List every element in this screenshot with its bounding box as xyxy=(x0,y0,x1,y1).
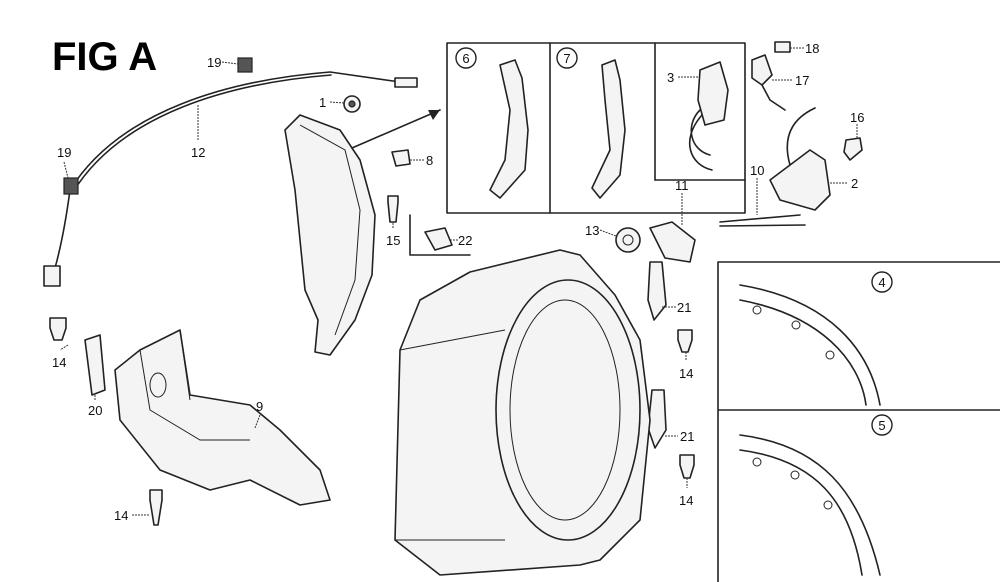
part-15-screw xyxy=(387,195,399,223)
part-21-clip xyxy=(647,261,667,321)
callout-19: 19 xyxy=(207,55,221,70)
part-6-bracket xyxy=(489,59,529,199)
part-18-screw xyxy=(774,41,791,53)
callout-13: 13 xyxy=(585,223,599,238)
callout-11: 11 xyxy=(675,178,689,193)
callout-3: 3 xyxy=(667,70,674,85)
part-14-screw xyxy=(677,329,693,353)
part-10-wire xyxy=(719,214,806,227)
part-9-guard xyxy=(114,329,331,506)
part-16-screw xyxy=(843,137,863,161)
part-12-cable xyxy=(43,71,418,287)
part-14-screw xyxy=(149,489,163,526)
part-17-switch xyxy=(751,54,773,86)
part-22-clip xyxy=(424,227,453,251)
callout-18: 18 xyxy=(805,41,819,56)
callout-9: 9 xyxy=(256,399,263,414)
callout-2: 2 xyxy=(851,176,858,191)
callout-17: 17 xyxy=(795,73,809,88)
view-label-4: 4 xyxy=(878,275,885,290)
figure-title: FIG A xyxy=(52,35,157,79)
fan-shroud xyxy=(394,249,651,576)
arrow-line xyxy=(351,109,441,149)
part-8-clip xyxy=(391,149,411,167)
callout-10: 10 xyxy=(750,163,764,178)
shroud-cover xyxy=(284,114,376,356)
part-14-screw xyxy=(679,454,695,479)
callout-22: 22 xyxy=(458,233,472,248)
part-3-switch xyxy=(697,61,729,126)
callout-1: 1 xyxy=(319,95,326,110)
part-13-grommet xyxy=(615,227,641,253)
callout-20: 20 xyxy=(88,403,102,418)
part-14-screw xyxy=(49,317,67,341)
part-19-clip xyxy=(63,177,79,195)
part-19-clip xyxy=(237,57,253,73)
detail-box-4-5 xyxy=(717,261,1000,582)
callout-15: 15 xyxy=(386,233,400,248)
callout-14: 14 xyxy=(679,493,693,508)
view-label-7: 7 xyxy=(563,51,570,66)
callout-21: 21 xyxy=(677,300,691,315)
part-20-bracket xyxy=(84,334,106,396)
callout-16: 16 xyxy=(850,110,864,125)
part-7-bracket xyxy=(591,59,626,199)
callout-12: 12 xyxy=(191,145,205,160)
part-2-unit xyxy=(769,149,831,211)
view-label-6: 6 xyxy=(462,51,469,66)
detail-box-6-7-3 xyxy=(446,42,746,214)
callout-19: 19 xyxy=(57,145,71,160)
callout-14: 14 xyxy=(679,366,693,381)
part-21-clip xyxy=(647,389,667,449)
callout-14: 14 xyxy=(52,355,66,370)
callout-21: 21 xyxy=(680,429,694,444)
callout-8: 8 xyxy=(426,153,433,168)
view-label-5: 5 xyxy=(878,418,885,433)
callout-14: 14 xyxy=(114,508,128,523)
part-11-unit xyxy=(649,221,696,263)
